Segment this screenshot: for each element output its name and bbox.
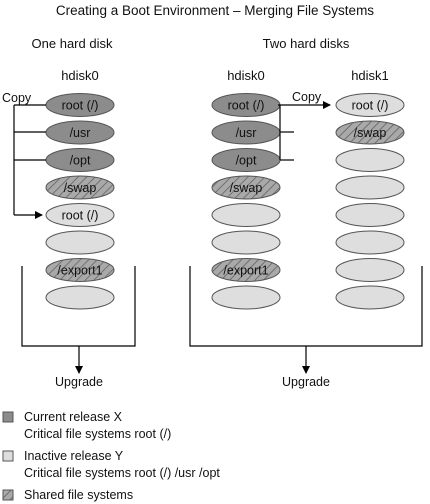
right-copy-label: Copy: [292, 90, 322, 104]
legend-inactive-line1: Inactive release Y: [24, 449, 124, 463]
left-upgrade-label: Upgrade: [55, 375, 103, 389]
disk-slice: /opt: [45, 148, 115, 172]
disk-slice: [45, 285, 115, 310]
legend-inactive-line2: Critical file systems root (/) /usr /opt: [24, 466, 220, 480]
disk-slice: [45, 230, 115, 255]
disk-slice: /swap: [211, 175, 281, 200]
disk-slice: [211, 203, 281, 227]
right-upgrade-label: Upgrade: [282, 375, 330, 389]
slice-label: /swap: [230, 181, 263, 195]
slice-label: /usr: [236, 126, 257, 140]
right-disk1-name: hdisk1: [351, 68, 389, 83]
slice-ellipse: [335, 175, 405, 200]
legend-current-swatch: [2, 411, 14, 423]
disk-slice: [335, 148, 405, 172]
slice-ellipse: [45, 285, 115, 310]
disk-slice: /swap: [335, 120, 405, 145]
slice-label: root (/): [62, 209, 99, 223]
slice-ellipse: [335, 120, 405, 145]
disk-slice: [335, 203, 405, 227]
slice-label: /opt: [70, 154, 91, 168]
legend-shared-swatch: [2, 489, 14, 501]
slice-ellipse: [335, 203, 405, 227]
left-copy-label: Copy: [2, 91, 32, 105]
disk-slice: [335, 230, 405, 255]
legend-inactive-swatch: [2, 450, 14, 462]
slice-label: root (/): [228, 99, 265, 113]
diagram-title: Creating a Boot Environment – Merging Fi…: [56, 3, 374, 18]
right-disk0-name: hdisk0: [227, 68, 265, 83]
hdisk0-stack-left: root (/) /usr/opt/swap root (/) /export1: [45, 93, 115, 310]
hdisk1-stack: root (/) /swap: [335, 93, 405, 310]
disk-slice: /usr: [45, 120, 115, 145]
left-copy-bracket: [13, 104, 46, 219]
disk-slice: [335, 285, 405, 310]
slice-ellipse: [211, 175, 281, 200]
disk-slice: [211, 230, 281, 255]
slice-label: root (/): [352, 99, 389, 113]
slice-label: /swap: [64, 181, 97, 195]
disk-slice: [335, 258, 405, 282]
slice-ellipse: [45, 230, 115, 255]
slice-label: /swap: [354, 126, 387, 140]
slice-ellipse: [335, 148, 405, 172]
disk-slice: root (/): [45, 93, 115, 117]
disk-slice: /opt: [211, 148, 281, 172]
legend-shared-line1: Shared file systems: [24, 488, 133, 502]
disk-slice: [211, 285, 281, 310]
legend-current-line1: Current release X: [24, 410, 123, 424]
slice-ellipse: [211, 285, 281, 310]
slice-label: /opt: [236, 154, 257, 168]
disk-slice: root (/): [211, 93, 281, 117]
slice-ellipse: [335, 258, 405, 282]
right-panel-heading: Two hard disks: [263, 36, 350, 51]
right-copy-bracket: [278, 101, 331, 161]
disk-slice: /swap: [45, 175, 115, 200]
hdisk0-stack-right: root (/) /usr/opt/swap/export1: [211, 93, 281, 310]
legend-current-line2: Critical file systems root (/): [24, 427, 171, 441]
slice-ellipse: [45, 258, 115, 282]
left-upgrade-bracket: [21, 266, 136, 374]
slice-label: /export1: [57, 264, 102, 278]
left-panel-heading: One hard disk: [32, 36, 113, 51]
disk-slice: [335, 175, 405, 200]
disk-slice: /export1: [45, 258, 115, 282]
slice-ellipse: [45, 175, 115, 200]
slice-ellipse: [45, 203, 115, 227]
slice-label: /export1: [223, 264, 268, 278]
slice-ellipse: [211, 203, 281, 227]
legend: Current release X Critical file systems …: [2, 410, 220, 502]
disk-slice: /usr: [211, 120, 281, 145]
right-upgrade-bracket: [189, 266, 423, 374]
slice-ellipse: [335, 93, 405, 117]
slice-label: /usr: [70, 126, 91, 140]
slice-label: root (/): [62, 99, 99, 113]
disk-slice: root (/): [45, 203, 115, 227]
slice-ellipse: [335, 285, 405, 310]
slice-ellipse: [211, 230, 281, 255]
disk-slice: /export1: [211, 258, 281, 282]
disk-slice: root (/): [335, 93, 405, 117]
slice-ellipse: [211, 258, 281, 282]
left-disk-name: hdisk0: [61, 68, 99, 83]
slice-ellipse: [335, 230, 405, 255]
